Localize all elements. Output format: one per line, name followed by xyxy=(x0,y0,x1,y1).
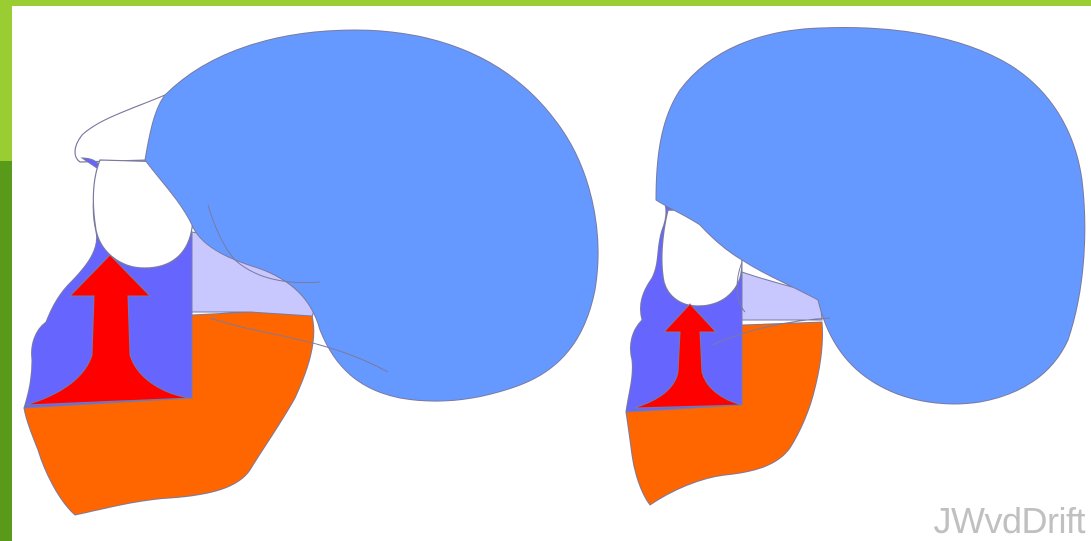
right-skull xyxy=(626,27,1085,505)
author-credit: JWvdDrift xyxy=(934,501,1086,541)
left-skull xyxy=(24,30,598,515)
